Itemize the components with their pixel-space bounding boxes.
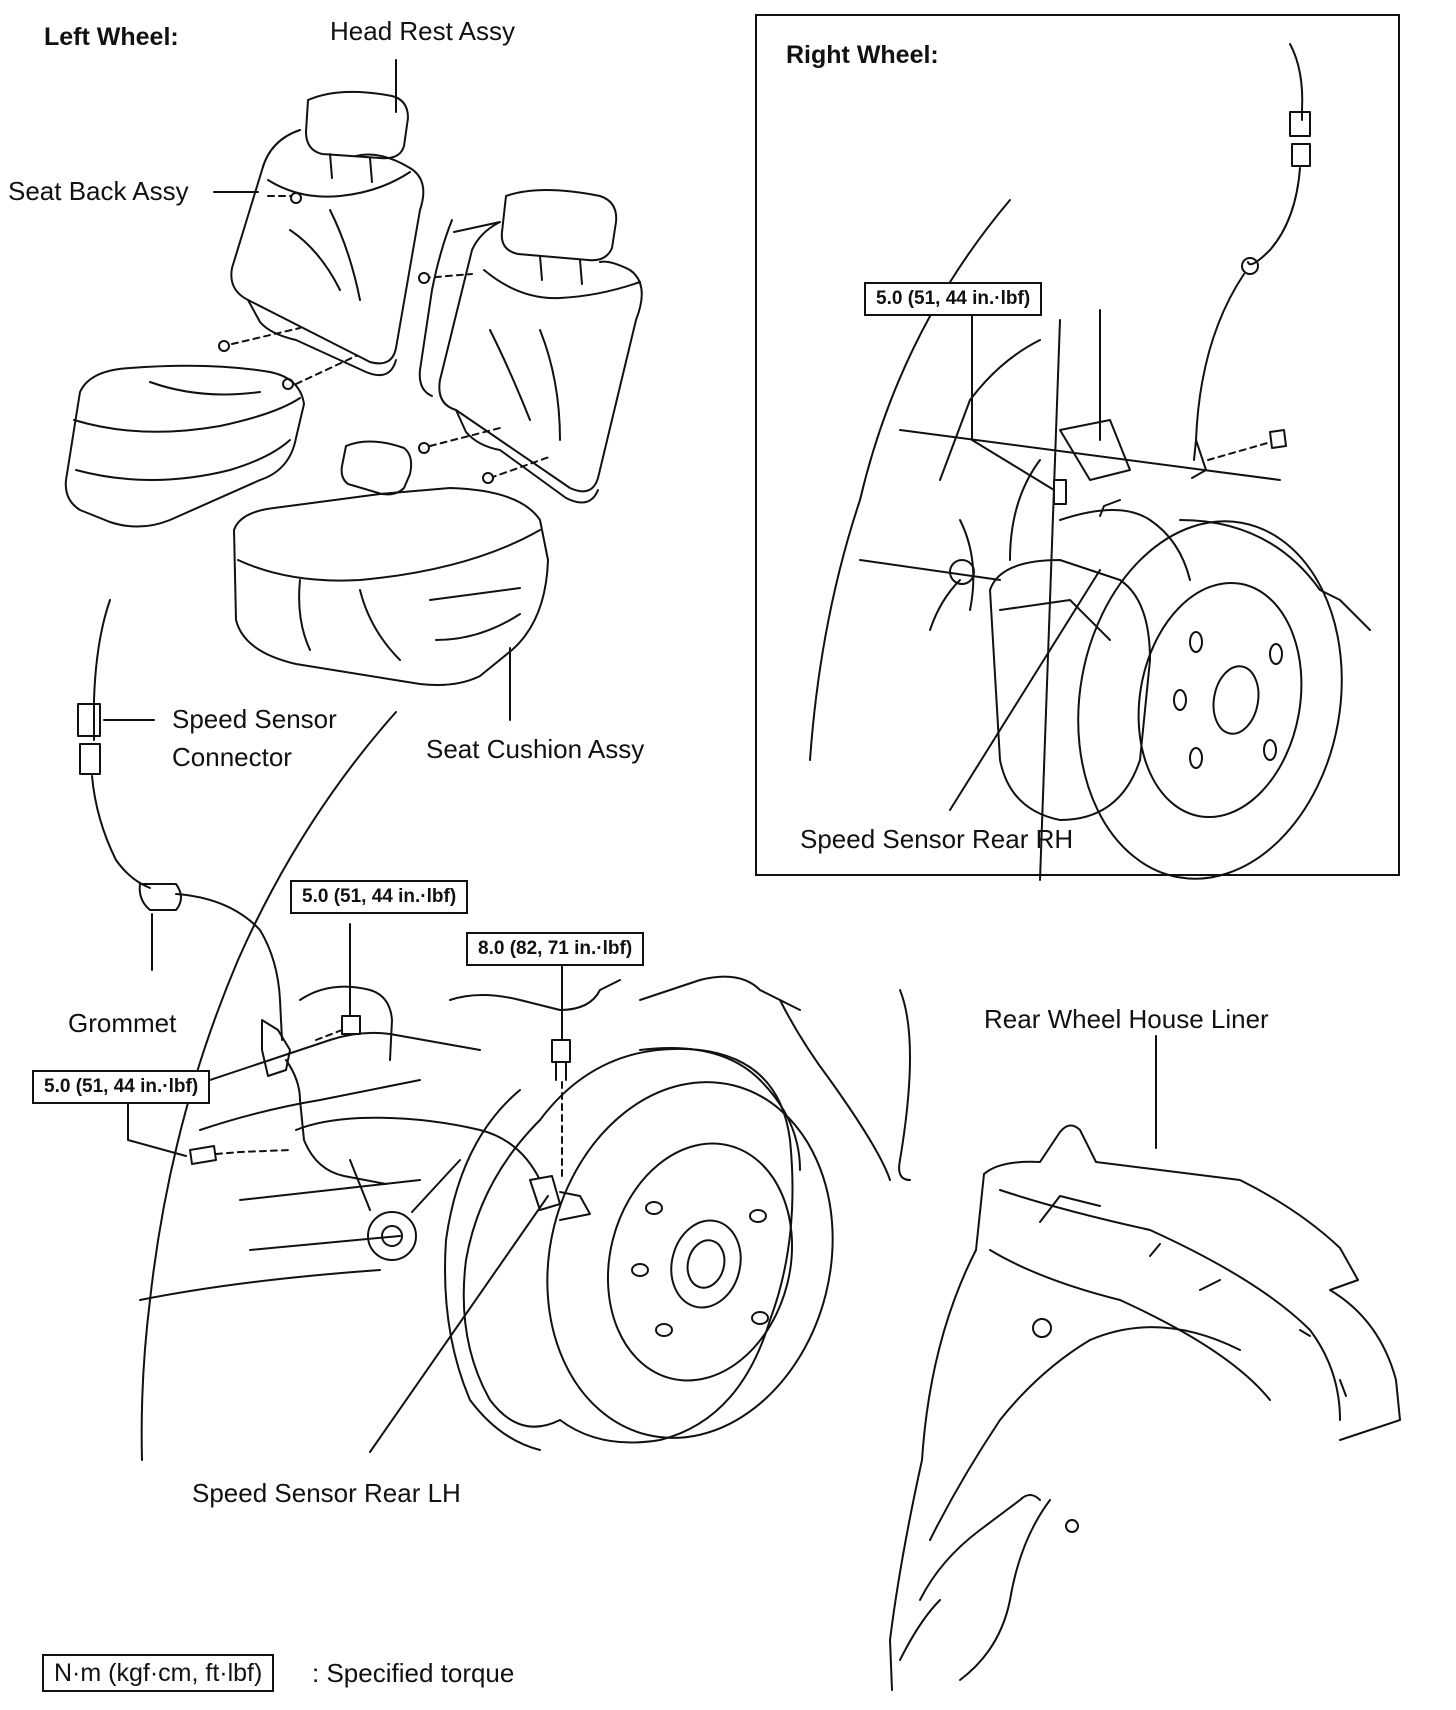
speed-sensor-rear-rh-label: Speed Sensor Rear RH xyxy=(800,824,1074,854)
torque-spec-left-sensor-bolt: 5.0 (51, 44 in.·lbf) xyxy=(32,1070,211,1104)
grommet-label: Grommet xyxy=(68,1008,177,1038)
left-wheel-leader-lines xyxy=(103,719,563,1453)
right-wheel-inset-frame xyxy=(755,14,1400,876)
speed-sensor-connector-label-line1: Speed Sensor xyxy=(172,704,337,734)
rear-seat-drawing xyxy=(64,90,643,686)
torque-legend-meaning: : Specified torque xyxy=(312,1658,515,1688)
right-wheel-leader-lines xyxy=(949,315,1101,811)
speed-sensor-connector-label-line2: Connector xyxy=(172,742,292,772)
wheel-house-liner-drawing xyxy=(889,1035,1401,1691)
right-wheel-assembly-drawing xyxy=(809,43,1371,881)
right-wheel-heading: Right Wheel: xyxy=(786,41,939,69)
seat-leader-lines xyxy=(213,59,511,721)
torque-spec-left-bracket-bolt: 5.0 (51, 44 in.·lbf) xyxy=(290,880,469,914)
seat-cushion-label: Seat Cushion Assy xyxy=(426,734,645,764)
left-wheel-heading: Left Wheel: xyxy=(44,23,179,51)
speed-sensor-rear-lh-label: Speed Sensor Rear LH xyxy=(192,1478,461,1508)
left-wheel-assembly-drawing xyxy=(77,599,911,1461)
torque-spec-right-sensor-bolt: 5.0 (51, 44 in.·lbf) xyxy=(864,282,1043,316)
torque-unit-legend-box: N·m (kgf·cm, ft·lbf) xyxy=(42,1654,275,1692)
torque-spec-left-hub-bolt: 8.0 (82, 71 in.·lbf) xyxy=(466,932,645,966)
rear-wheel-house-liner-label: Rear Wheel House Liner xyxy=(984,1004,1269,1034)
seat-back-label: Seat Back Assy xyxy=(8,176,189,206)
head-rest-label: Head Rest Assy xyxy=(330,16,515,46)
